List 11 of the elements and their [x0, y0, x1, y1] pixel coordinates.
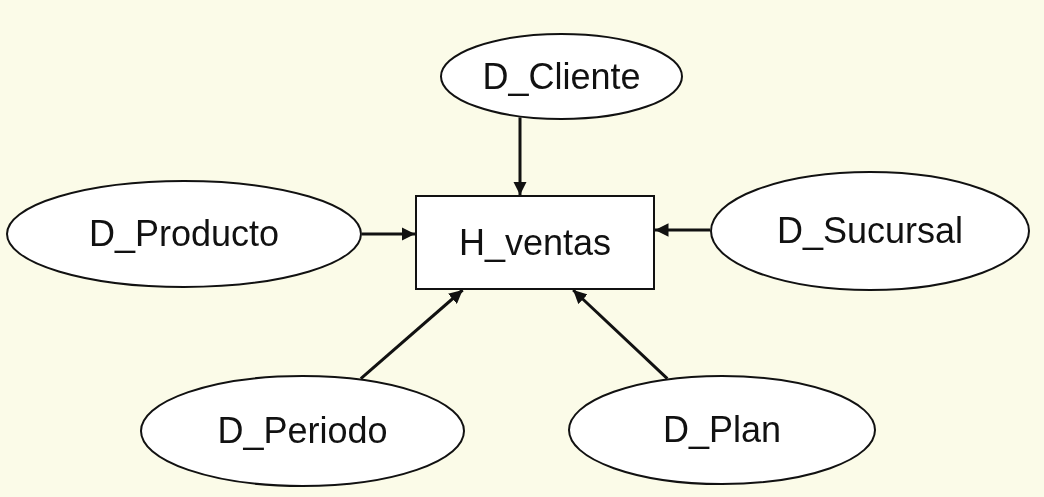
node-label: H_ventas [458, 221, 612, 264]
node-label: D_Plan [662, 409, 782, 451]
arrow [513, 117, 527, 195]
node-label: D_Cliente [482, 55, 641, 98]
arrow [655, 223, 710, 237]
node-label: D_Producto [88, 213, 280, 255]
node-label: D_Periodo [217, 410, 388, 452]
arrow [362, 227, 415, 241]
node-label: D_Sucursal [776, 210, 964, 252]
arrow [572, 288, 669, 380]
arrow [359, 288, 464, 380]
